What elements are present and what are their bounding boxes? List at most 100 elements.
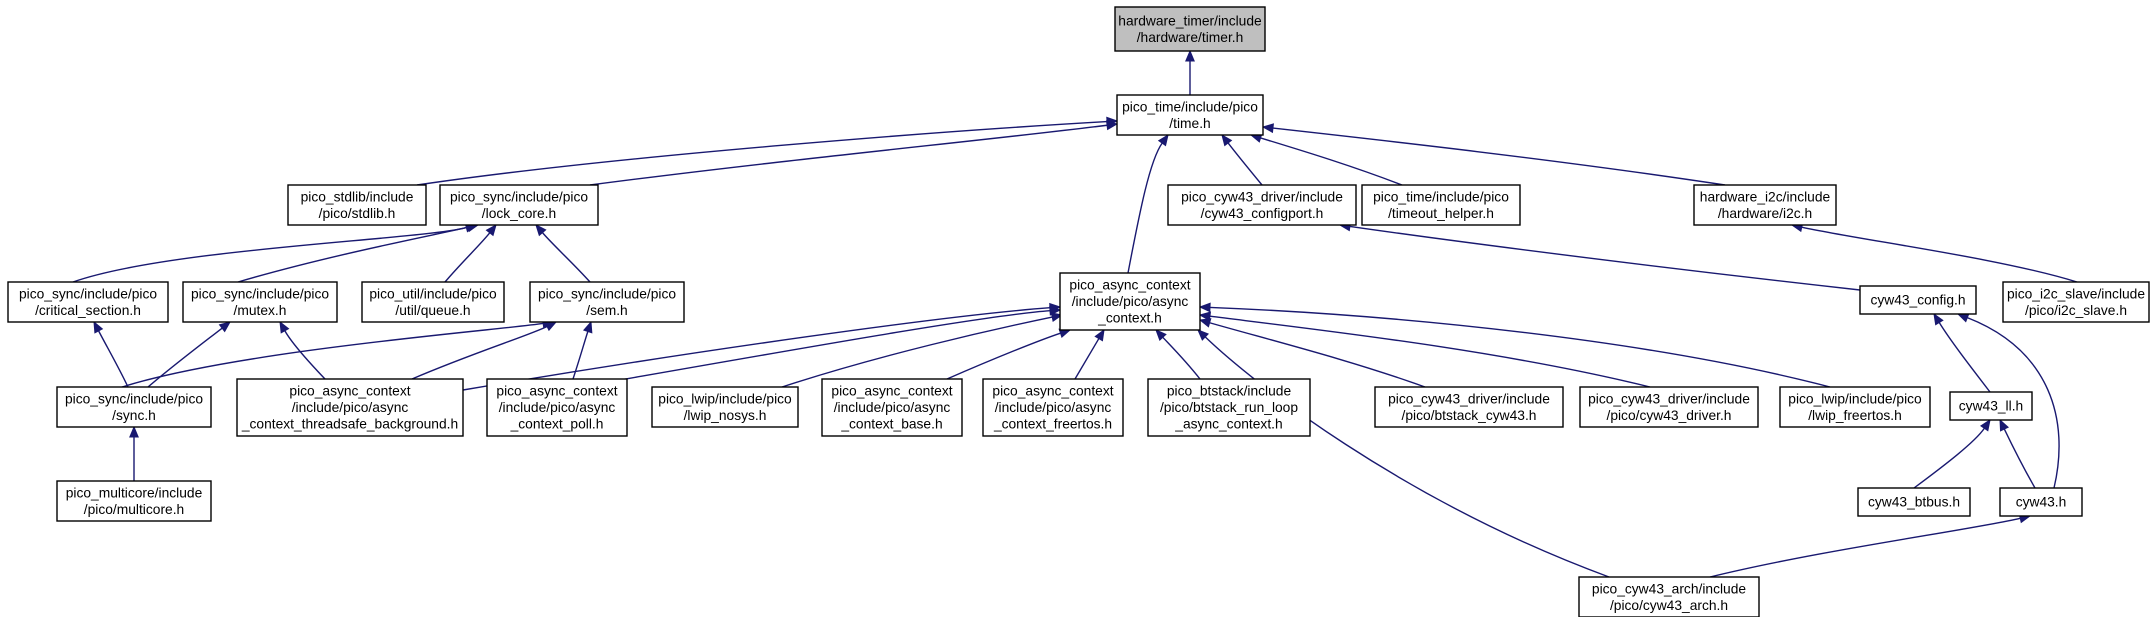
node-label-line: /include/pico/async — [995, 400, 1112, 415]
node-lwip-nosys[interactable]: pico_lwip/include/pico/lwip_nosys.h — [651, 386, 799, 428]
node-label-line: /lwip_nosys.h — [684, 408, 767, 423]
edge-i2c-to-time — [1261, 123, 1726, 186]
edge-line — [1801, 226, 2078, 283]
node-ac-base[interactable]: pico_async_context/include/pico/async_co… — [821, 378, 963, 437]
arrowhead-icon — [1094, 328, 1105, 342]
node-box — [1116, 94, 1264, 136]
node-box — [1579, 386, 1759, 428]
node-critical-section[interactable]: pico_sync/include/pico/critical_section.… — [7, 281, 169, 323]
node-label-line: pico_lwip/include/pico — [658, 391, 792, 406]
edge-line — [1272, 127, 1726, 186]
edge-line — [444, 232, 491, 283]
node-stdlib[interactable]: pico_stdlib/include/pico/stdlib.h — [287, 184, 427, 226]
edge-cyw43-configport-to-time — [1221, 133, 1263, 186]
node-box — [1059, 272, 1201, 331]
node-cyw43-configport[interactable]: pico_cyw43_driver/include/cyw43_configpo… — [1167, 184, 1357, 226]
node-box — [1578, 576, 1760, 617]
node-label-line: pico_stdlib/include — [301, 189, 414, 204]
edge-ac-threadsafe-to-mutex — [279, 320, 326, 380]
node-label-line: pico_sync/include/pico — [450, 189, 588, 204]
node-label-line: pico_util/include/pico — [369, 286, 497, 301]
node-ac-threadsafe[interactable]: pico_async_context/include/pico/async_co… — [236, 378, 464, 437]
edge-line — [1967, 316, 2060, 489]
node-label-line: pico_btstack/include — [1167, 384, 1292, 399]
node-cyw43-btbus[interactable]: cyw43_btbus.h — [1857, 487, 1971, 517]
node-box — [1361, 184, 1521, 226]
edge-timeout-helper-to-time — [1249, 133, 1403, 186]
arrowhead-icon — [544, 321, 558, 332]
node-lwip-freertos[interactable]: pico_lwip/include/pico/lwip_freertos.h — [1779, 386, 1931, 428]
node-box — [287, 184, 427, 226]
node-sem[interactable]: pico_sync/include/pico/sem.h — [529, 281, 685, 323]
edge-cyw43-to-cyw43-ll — [1999, 418, 2036, 489]
node-label-line: /lwip_freertos.h — [1808, 408, 1902, 423]
node-box — [486, 378, 628, 437]
edge-multicore-to-sync — [129, 425, 139, 481]
node-i2c-slave[interactable]: pico_i2c_slave/include/pico/i2c_slave.h — [2002, 281, 2150, 323]
node-time[interactable]: pico_time/include/pico/time.h — [1116, 94, 1264, 136]
edge-sync-to-critical-section — [93, 320, 129, 388]
node-cyw43-ll[interactable]: cyw43_ll.h — [1949, 391, 2033, 421]
node-multicore[interactable]: pico_multicore/include/pico/multicore.h — [56, 480, 212, 522]
edge-line — [1913, 427, 1985, 489]
node-label-line: cyw43_ll.h — [1959, 399, 2023, 414]
arrowhead-icon — [1999, 418, 2010, 432]
node-ac-poll[interactable]: pico_async_context/include/pico/async_co… — [486, 378, 628, 437]
node-label-line: pico_time/include/pico — [1373, 189, 1509, 204]
node-timeout-helper[interactable]: pico_time/include/pico/timeout_helper.h — [1361, 184, 1521, 226]
edge-lwip-freertos-to-async-context — [1198, 302, 1831, 388]
node-label-line: pico_async_context — [289, 384, 410, 399]
node-sync[interactable]: pico_sync/include/pico/sync.h — [56, 386, 212, 428]
edge-i2c-slave-to-i2c — [1790, 222, 2078, 283]
node-label-line: pico_async_context — [831, 384, 952, 399]
node-label-line: _context_freertos.h — [993, 417, 1112, 432]
node-mutex[interactable]: pico_sync/include/pico/mutex.h — [182, 281, 338, 323]
node-queue[interactable]: pico_util/include/pico/util/queue.h — [361, 281, 505, 323]
node-label-line: cyw43.h — [2016, 495, 2067, 510]
node-cyw43-arch[interactable]: pico_cyw43_arch/include/pico/cyw43_arch.… — [1578, 576, 1760, 617]
node-ac-freertos[interactable]: pico_async_context/include/pico/async _co… — [982, 378, 1124, 437]
node-btstack-cyw43[interactable]: pico_cyw43_driver/include/pico/btstack_c… — [1374, 386, 1564, 428]
header-file-nodes: hardware_timer/include/hardware/timer.hp… — [7, 6, 2150, 617]
node-timer: hardware_timer/include/hardware/timer.h — [1114, 6, 1266, 52]
node-box — [982, 378, 1124, 437]
node-cyw43[interactable]: cyw43.h — [1999, 487, 2083, 517]
edge-btstack-cyw43-to-async-context — [1198, 318, 1426, 388]
edge-line — [589, 124, 1108, 186]
node-label-line: pico_async_context — [1069, 278, 1190, 293]
node-box — [1949, 391, 2033, 421]
node-label-line: pico_cyw43_driver/include — [1181, 189, 1343, 204]
arrowhead-icon — [1197, 329, 1210, 341]
arrowhead-icon — [1198, 318, 1212, 328]
edge-queue-to-lock-core — [444, 223, 497, 283]
edge-line — [1204, 336, 1610, 578]
node-box — [2002, 281, 2150, 323]
node-label-line: /include/pico/async — [1072, 294, 1189, 309]
arrowhead-icon — [1198, 302, 1211, 313]
arrowhead-icon — [1979, 418, 1991, 432]
node-btstack-run-loop[interactable]: pico_btstack/include/pico/btstack_run_lo… — [1147, 378, 1311, 437]
node-i2c[interactable]: hardware_i2c/include/hardware/i2c.h — [1693, 184, 1837, 226]
edge-cyw43-ll-to-cyw43-config — [1933, 312, 1991, 393]
arrowhead-icon — [1261, 123, 1274, 134]
node-label-line: _async_context.h — [1174, 417, 1282, 432]
edge-line — [1162, 336, 1201, 380]
node-cyw43-config[interactable]: cyw43_config.h — [1859, 285, 1977, 315]
node-label-line: /mutex.h — [234, 303, 287, 318]
arrowhead-icon — [279, 320, 290, 334]
node-async-context[interactable]: pico_async_context/include/pico/async_co… — [1059, 272, 1201, 331]
node-box — [1693, 184, 1837, 226]
node-label-line: /time.h — [1169, 116, 1210, 131]
edge-critical-section-to-lock-core — [72, 222, 478, 283]
edge-ac-poll-to-sem — [572, 320, 593, 380]
node-box — [56, 386, 212, 428]
node-lock-core[interactable]: pico_sync/include/pico/lock_core.h — [439, 184, 599, 226]
node-label-line: /util/queue.h — [395, 303, 470, 318]
node-box — [529, 281, 685, 323]
edge-line — [121, 322, 544, 388]
node-label-line: pico_async_context — [992, 384, 1113, 399]
edge-sync-to-mutex — [147, 321, 232, 388]
node-cyw43-driver[interactable]: pico_cyw43_driver/include/pico/cyw43_dri… — [1579, 386, 1759, 428]
edge-lwip-nosys-to-async-context — [781, 312, 1064, 388]
